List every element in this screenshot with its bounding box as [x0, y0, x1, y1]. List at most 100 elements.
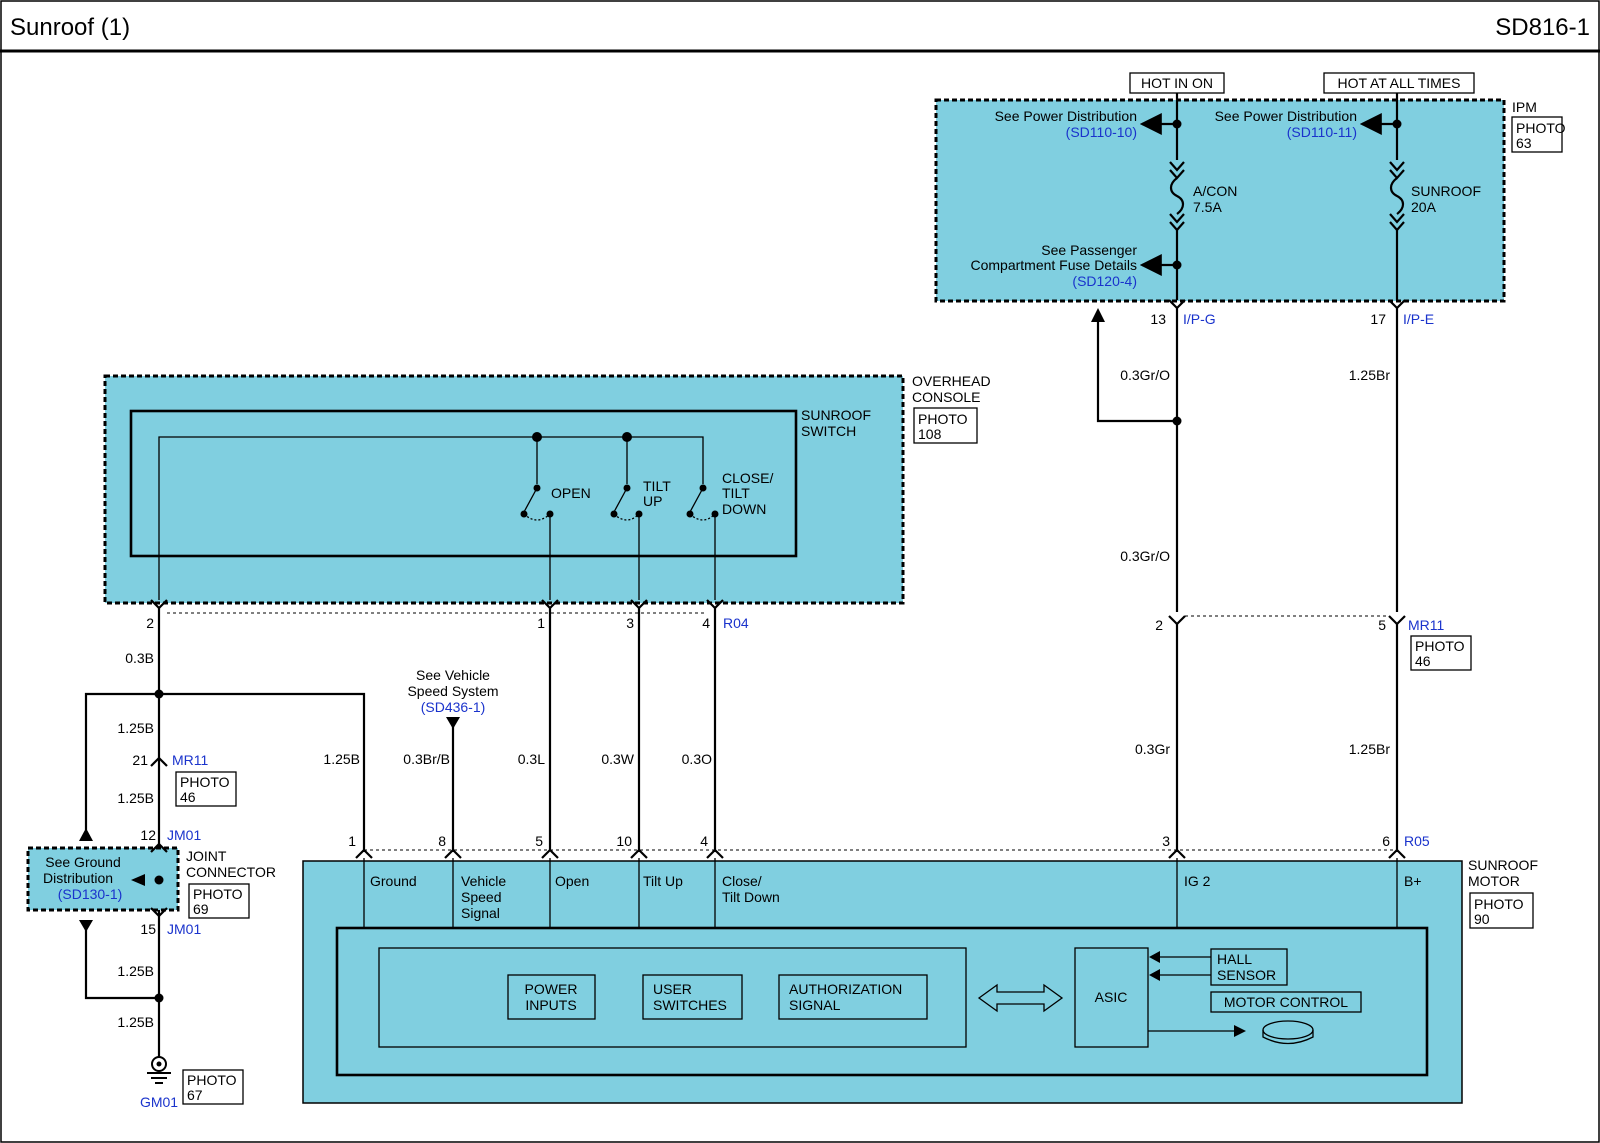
motor-pin-6: 6 [1382, 833, 1390, 849]
hall-arrow-icon [1149, 969, 1160, 981]
ipm-box [934, 98, 1506, 303]
wire-03l: 0.3L [518, 751, 545, 767]
conn-ipe: I/P-E [1403, 311, 1434, 327]
motor-photo-num: 90 [1474, 911, 1490, 927]
speed-see-2: Speed System [407, 683, 498, 699]
hall-sensor-2: SENSOR [1217, 967, 1276, 983]
wire-loop-up [1096, 313, 1177, 423]
motor-drive-arrow [1234, 1025, 1246, 1037]
mr11-right-photo-box [1410, 635, 1472, 671]
junction-dot [154, 993, 164, 1003]
joint-photo-num: 69 [193, 901, 209, 917]
pin-13: 13 [1150, 311, 1166, 327]
sw-close-link [689, 513, 716, 521]
pin-12: 12 [140, 827, 156, 843]
mr11-right-photo-num: 46 [1415, 653, 1431, 669]
term-ig2: IG 2 [1184, 873, 1211, 889]
hot-in-on: HOT IN ON [1141, 75, 1213, 91]
authorization-box [778, 974, 928, 1020]
see-ground-ref: (SD130-1) [58, 886, 123, 902]
wire-125b-3: 1.25B [117, 963, 154, 979]
junction-dot [154, 875, 164, 885]
overhead-label-2: CONSOLE [912, 389, 980, 405]
overhead-photo-num: 108 [918, 426, 942, 442]
wire-03w: 0.3W [601, 751, 634, 767]
sw-tilt-2: UP [643, 493, 662, 509]
sw-open-blade [523, 487, 538, 513]
hot-at-all-times: HOT AT ALL TIMES [1338, 75, 1461, 91]
wire-speed-label: 0.3Br/B [403, 751, 450, 767]
term-vss-2: Speed [461, 889, 501, 905]
term-vss-1: Vehicle [461, 873, 506, 889]
wire-br-1: 1.25Br [1349, 367, 1391, 383]
fuse-acon-label-1: A/CON [1193, 183, 1237, 199]
hot-at-all-times-box [1323, 72, 1475, 94]
fuse-acon-label-2: 7.5A [1193, 199, 1222, 215]
user-switches-box [642, 974, 743, 1020]
conn-mr11-right: MR11 [1408, 617, 1445, 633]
ov-pin-2: 2 [146, 615, 154, 631]
ipm-photo-box [1511, 116, 1563, 153]
double-arrow-icon [977, 983, 1064, 1013]
mr11-left-photo-num: 46 [180, 789, 196, 805]
connector-r05 [355, 848, 1406, 859]
conn-mr11-left: MR11 [172, 752, 209, 768]
asic: ASIC [1095, 989, 1128, 1005]
conn-jm01-a: JM01 [167, 827, 201, 843]
connector-mr11-left [150, 756, 168, 767]
ground-gm01: GM01 [140, 1094, 178, 1110]
switch-label-2: SWITCH [801, 423, 856, 439]
connector-mr-2 [1168, 615, 1186, 626]
motor-pin-8: 8 [438, 833, 446, 849]
pin-15: 15 [140, 921, 156, 937]
ipm-photo-label: PHOTO [1516, 120, 1566, 136]
sw-close-blade [689, 487, 704, 513]
see-ground-box [26, 846, 180, 912]
pin-21: 21 [132, 752, 148, 768]
wire-125b-4: 1.25B [117, 1014, 154, 1030]
wire-ground-loop [84, 692, 159, 830]
mr11-left-photo-box [175, 771, 237, 807]
wire-gro-2: 0.3Gr/O [1120, 548, 1170, 564]
ground-arrow-left [131, 874, 145, 886]
term-tilt: Tilt Up [643, 873, 683, 889]
overhead-console-box [103, 374, 905, 605]
fuse-sunroof [1389, 161, 1405, 232]
speed-arrow [446, 717, 460, 729]
term-ground: Ground [370, 873, 417, 889]
wire-125b-motor: 1.25B [323, 751, 360, 767]
wire-125b-2: 1.25B [117, 790, 154, 806]
conn-ipg: I/P-G [1183, 311, 1216, 327]
sw-close-1: CLOSE/ [722, 470, 773, 486]
wire-gro-1: 0.3Gr/O [1120, 367, 1170, 383]
wire-gr: 0.3Gr [1135, 741, 1170, 757]
authorization-1: AUTHORIZATION [789, 981, 902, 997]
page-title: Sunroof (1) [10, 14, 130, 41]
conn-r05: R05 [1404, 833, 1430, 849]
pin-17: 17 [1370, 311, 1386, 327]
see-passenger-2: Compartment Fuse Details [970, 257, 1137, 273]
page-code: SD816-1 [1495, 14, 1590, 41]
fuse-sunroof-label-1: SUNROOF [1411, 183, 1481, 199]
switch-label-1: SUNROOF [801, 407, 871, 423]
see-power-1-ref: (SD110-10) [1066, 124, 1137, 140]
joint-label-1: JOINT [186, 848, 227, 864]
conn-jm01-b: JM01 [167, 921, 201, 937]
connector-jm01-b [150, 907, 168, 918]
authorization-2: SIGNAL [789, 997, 841, 1013]
arrow-up [79, 828, 93, 841]
sw-tilt-1: TILT [643, 478, 671, 494]
ground-icon [147, 1056, 171, 1084]
ov-pin-4: 4 [702, 615, 710, 631]
joint-label-2: CONNECTOR [186, 864, 276, 880]
sw-tilt-link [613, 513, 640, 521]
motor-pin-5: 5 [535, 833, 543, 849]
motor-pin-10: 10 [616, 833, 632, 849]
motor-module-box [335, 926, 1429, 1077]
user-switches-2: SWITCHES [653, 997, 727, 1013]
see-power-1: See Power Distribution [995, 108, 1137, 124]
inputs-group-box [378, 947, 967, 1048]
term-vss-3: Signal [461, 905, 500, 921]
power-inputs-2: INPUTS [525, 997, 576, 1013]
